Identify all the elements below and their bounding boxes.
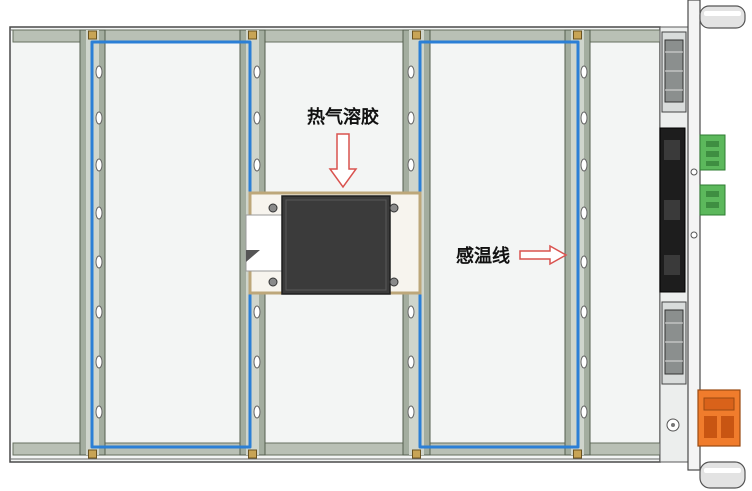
rail-slot bbox=[253, 355, 261, 369]
rail-slot bbox=[95, 305, 103, 319]
terminal-slot bbox=[706, 161, 719, 166]
rail-slot bbox=[407, 355, 415, 369]
green-terminal-top bbox=[699, 134, 726, 171]
bolt-icon bbox=[248, 449, 257, 459]
bracket-notch bbox=[246, 250, 260, 262]
label-temp-sensing-cable: 感温线 bbox=[456, 245, 510, 267]
rail-slot bbox=[95, 65, 103, 79]
rail-slot bbox=[580, 206, 588, 220]
rail-slot bbox=[580, 111, 588, 125]
rail-slot bbox=[95, 355, 103, 369]
connector-pin-bay bbox=[704, 416, 717, 438]
connector-pin-bay bbox=[721, 416, 734, 438]
rail-slot bbox=[253, 65, 261, 79]
rail-slot bbox=[580, 355, 588, 369]
rail-slot bbox=[95, 206, 103, 220]
bolt-icon bbox=[88, 30, 97, 40]
handle-top bbox=[699, 5, 746, 29]
bolt-icon bbox=[248, 30, 257, 40]
connector-latch bbox=[703, 397, 735, 411]
rail-slot bbox=[95, 111, 103, 125]
bolt-icon bbox=[88, 449, 97, 459]
screw-icon bbox=[268, 203, 278, 213]
handle-highlight bbox=[704, 468, 741, 473]
screw-hole-icon bbox=[690, 231, 698, 239]
screw-center bbox=[671, 423, 675, 427]
rail-slot bbox=[407, 65, 415, 79]
orange-connector bbox=[697, 389, 741, 447]
rail-slot bbox=[95, 158, 103, 172]
handle-bottom bbox=[699, 461, 746, 489]
fan-module-bottom bbox=[661, 301, 687, 385]
connector-socket bbox=[664, 140, 680, 160]
screw-icon bbox=[389, 203, 399, 213]
connector-socket bbox=[664, 200, 680, 220]
bolt-icon bbox=[412, 30, 421, 40]
mounting-bracket-left bbox=[245, 214, 283, 272]
rail-slot bbox=[253, 111, 261, 125]
handle-highlight bbox=[704, 11, 741, 16]
label-hot-aerosol: 热气溶胶 bbox=[307, 106, 379, 128]
rail-slot bbox=[407, 305, 415, 319]
bolt-icon bbox=[573, 449, 582, 459]
bolt-icon bbox=[573, 30, 582, 40]
rail-slot bbox=[253, 305, 261, 319]
green-terminal-bottom bbox=[699, 184, 726, 216]
rail-slot bbox=[253, 158, 261, 172]
handle-icon bbox=[699, 5, 746, 29]
screw-icon bbox=[389, 277, 399, 287]
aerosol-box-bevel bbox=[285, 199, 387, 291]
rail-slot bbox=[580, 405, 588, 419]
aerosol-generator-box bbox=[281, 195, 391, 295]
rail-slot bbox=[407, 111, 415, 125]
rail-slot bbox=[580, 158, 588, 172]
rail-slot bbox=[407, 405, 415, 419]
terminal-slot bbox=[706, 151, 719, 157]
rail-slot bbox=[253, 405, 261, 419]
terminal-block-icon bbox=[699, 184, 726, 216]
top-crossbar bbox=[12, 29, 661, 43]
terminal-slot bbox=[706, 191, 719, 197]
terminal-slot bbox=[706, 141, 719, 147]
rail-slot bbox=[95, 255, 103, 269]
callout-hot-aerosol: 热气溶胶 bbox=[307, 106, 379, 189]
rail-slot bbox=[407, 158, 415, 172]
bolt-icon bbox=[412, 449, 421, 459]
screw-icon bbox=[268, 277, 278, 287]
handle-icon bbox=[699, 461, 746, 489]
terminal-slot bbox=[706, 202, 719, 208]
front-panel-assembly bbox=[659, 0, 746, 489]
arrow-right-icon bbox=[519, 244, 568, 266]
rail-slot bbox=[95, 405, 103, 419]
callout-temp-sensing-cable: 感温线 bbox=[456, 244, 568, 267]
connector-socket bbox=[664, 255, 680, 275]
rail-slot bbox=[580, 255, 588, 269]
cable-loop-left bbox=[90, 40, 252, 449]
bottom-crossbar bbox=[12, 442, 661, 456]
rail-slot bbox=[580, 305, 588, 319]
rail-slot bbox=[580, 65, 588, 79]
screw-hole-icon bbox=[690, 168, 698, 176]
rail-bolts bbox=[88, 30, 582, 459]
fan-module-top bbox=[661, 31, 687, 113]
cable-loop-right bbox=[418, 40, 580, 449]
hot-aerosol-unit bbox=[245, 191, 422, 295]
arrow-down-icon bbox=[328, 133, 358, 189]
